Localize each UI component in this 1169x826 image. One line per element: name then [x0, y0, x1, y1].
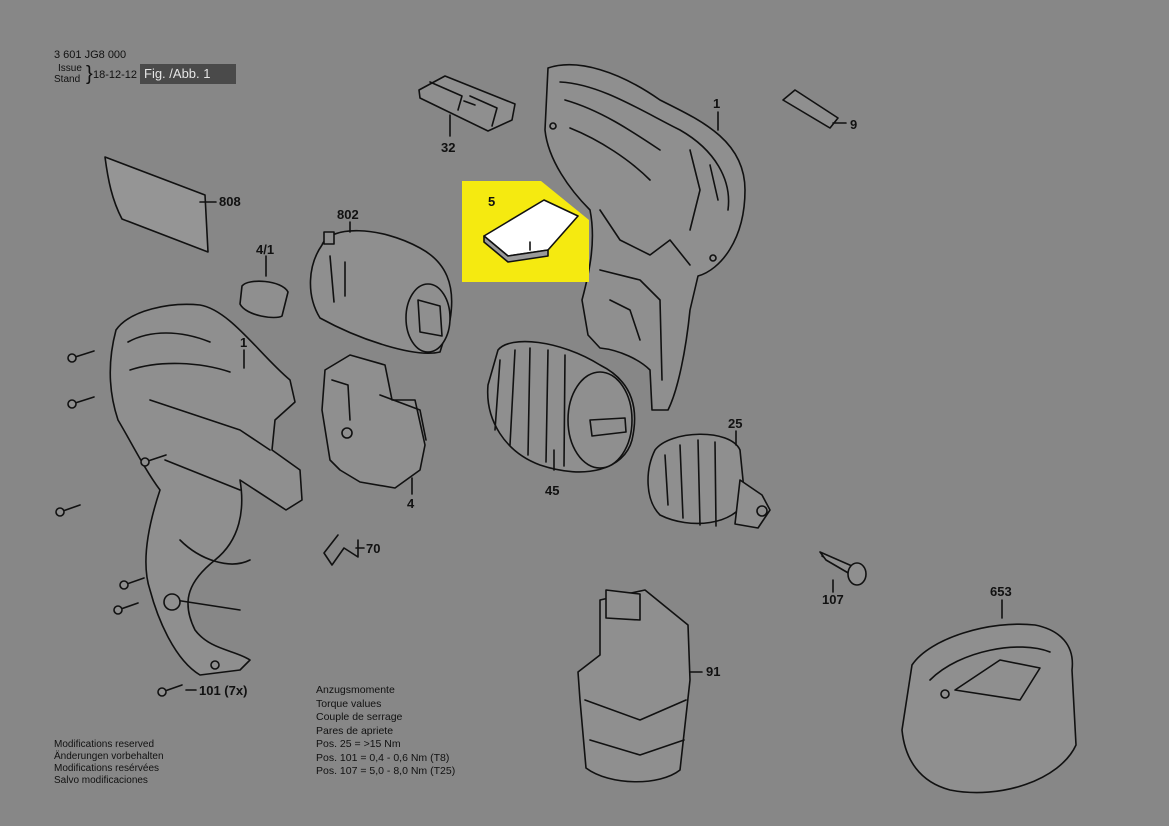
- callout-653: 653: [990, 584, 1012, 599]
- part-1-housing-left: [109, 303, 303, 676]
- torque-line: Pares de apriete: [316, 724, 394, 737]
- callout-808: 808: [219, 194, 241, 209]
- brace-icon: }: [86, 63, 93, 85]
- part-25-chuck: [647, 433, 771, 529]
- part-91-battery: [577, 589, 691, 783]
- issue-label: Issue: [58, 63, 82, 74]
- part-32-battery-clip: [418, 75, 516, 132]
- callout-802: 802: [337, 207, 359, 222]
- torque-line: Pos. 107 = 5,0 - 8,0 Nm (T25): [316, 765, 456, 777]
- note-line: Salvo modificaciones: [54, 775, 148, 786]
- part-107-screw: [819, 551, 867, 586]
- part-653-charger: [901, 623, 1077, 794]
- callout-5: 5: [488, 194, 496, 209]
- note-line: Änderungen vorbehalten: [54, 751, 164, 762]
- torque-values: Anzugsmomente Torque values Couple de se…: [316, 684, 455, 779]
- note-line: Modifications resérvées: [54, 763, 160, 774]
- part-4-switch: [321, 354, 427, 489]
- torque-line: Anzugsmomente: [316, 684, 395, 696]
- screws-101: [55, 350, 183, 697]
- part-number: 3 601 JG8 000: [54, 49, 127, 61]
- issue-date: 18-12-12: [93, 69, 138, 81]
- callout-107: 107: [822, 592, 844, 607]
- torque-line: Pos. 25 = >15 Nm: [316, 738, 401, 750]
- callout-9: 9: [850, 117, 858, 132]
- part-45-gearbox: [486, 340, 636, 473]
- torque-line: Couple de serrage: [316, 711, 403, 723]
- callout-70: 70: [366, 541, 381, 556]
- stand-label: Stand: [54, 74, 81, 85]
- part-802-motor: [309, 229, 453, 354]
- callout-45: 45: [545, 483, 560, 498]
- part-1-housing-right: [544, 64, 746, 411]
- callout-4: 4: [407, 496, 415, 511]
- callout-101: 101 (7x): [199, 683, 248, 698]
- callout-32: 32: [441, 140, 456, 155]
- callout-25: 25: [728, 416, 743, 431]
- callout-1-left: 1: [240, 335, 248, 350]
- torque-line: Torque values: [316, 697, 382, 710]
- torque-line: Pos. 101 = 0,4 - 0,6 Nm (T8): [316, 751, 450, 764]
- note-line: Modifications reserved: [54, 739, 155, 750]
- part-5-cap: [483, 199, 579, 263]
- callout-91: 91: [706, 664, 721, 679]
- part-9-label: [782, 89, 839, 129]
- part-4-1-sleeve: [239, 280, 289, 319]
- figure-label: Fig. /Abb. 1: [140, 64, 236, 84]
- modification-notes: Modifications reserved Änderungen vorbeh…: [54, 739, 164, 787]
- callout-4-1: 4/1: [256, 242, 275, 257]
- callout-1-right: 1: [713, 96, 721, 111]
- part-808-nameplate: [104, 156, 209, 253]
- part-70-clip: [323, 534, 359, 566]
